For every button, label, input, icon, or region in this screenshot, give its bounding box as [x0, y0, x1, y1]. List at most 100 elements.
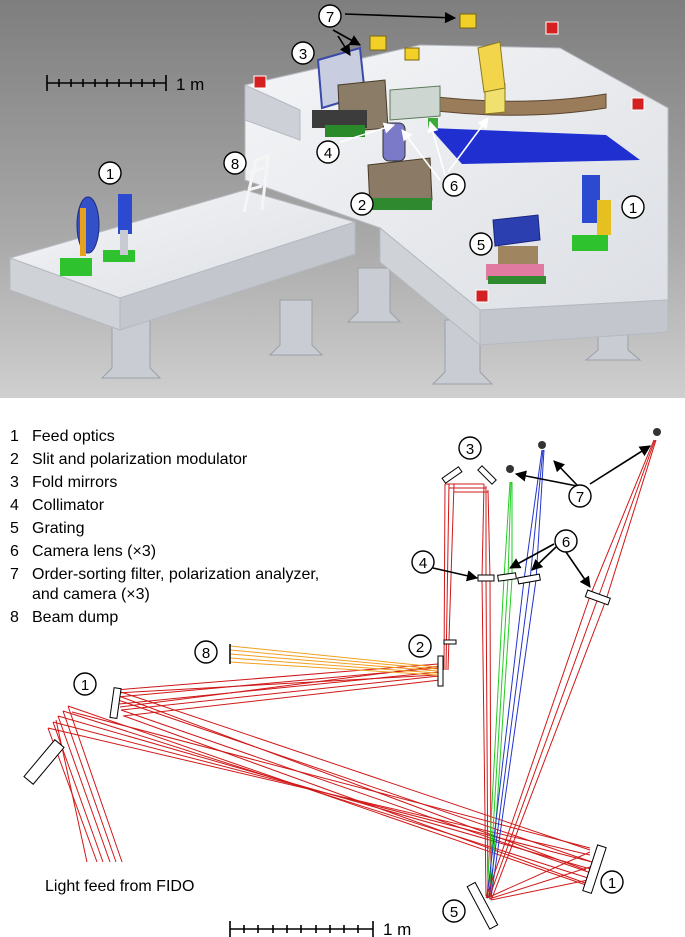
legend-number: 7	[10, 566, 19, 583]
svg-text:8: 8	[231, 156, 239, 173]
fold-mirrors-assembly	[312, 46, 389, 137]
svg-text:1: 1	[106, 166, 114, 183]
fold-mirror-1	[441, 466, 463, 484]
callout-top-8: 8	[223, 151, 247, 175]
callout-top-2: 2	[350, 192, 374, 216]
camera-lens-green	[497, 572, 517, 582]
rays-blue	[486, 449, 545, 899]
rays-feed-to-grating	[486, 851, 594, 901]
camera-lenses-render	[389, 41, 506, 130]
rays-feed-input	[47, 705, 123, 863]
feed-mirror-1	[23, 739, 65, 785]
legend-number: 3	[10, 474, 19, 491]
legend-text: Collimator	[32, 497, 105, 514]
rays-green	[486, 481, 513, 899]
rays-slit-to-fold	[443, 483, 488, 671]
legend-text: Grating	[32, 520, 85, 537]
legend-item-6: 6 Camera lens (×3)	[10, 543, 156, 561]
grating-render	[486, 214, 546, 284]
legend-item-8: 8 Beam dump	[10, 609, 118, 627]
legend-item-1: 1 Feed optics	[10, 428, 115, 446]
callout-top-3: 3	[291, 41, 315, 65]
legend-text: Camera lens (×3)	[32, 543, 157, 560]
callout-bottom-1b: 1	[600, 870, 624, 894]
legend-number: 4	[10, 497, 19, 514]
svg-text:1: 1	[629, 200, 637, 217]
feed-optics-right	[572, 175, 611, 251]
rays-red-camera	[485, 439, 657, 899]
grating-beam-plane	[430, 128, 640, 164]
feed-mirror-2	[109, 687, 122, 719]
legend-item-4: 4 Collimator	[10, 497, 104, 515]
callout-bottom-3: 3	[458, 436, 482, 460]
svg-text:7: 7	[326, 9, 334, 26]
callout-bottom-4: 4	[411, 550, 435, 574]
svg-text:3: 3	[299, 46, 307, 63]
render-panel: 1 m 1 1 2 3 4 5 6	[0, 0, 685, 398]
svg-text:6: 6	[562, 534, 570, 551]
legend-number: 8	[10, 609, 19, 626]
callout-arrows-bottom	[432, 445, 651, 588]
light-feed-label: Light feed from FIDO	[45, 878, 195, 895]
legend-item-2: 2 Slit and polarization modulator	[10, 451, 247, 469]
callouts-top: 1 1 2 3 4 5 6 7 8	[98, 4, 645, 256]
callout-arrows-top	[332, 12, 489, 181]
legend-number: 2	[10, 451, 19, 468]
beam-dump-render	[242, 153, 270, 213]
callout-bottom-5: 5	[442, 899, 466, 923]
callout-top-5: 5	[469, 232, 493, 256]
callout-bottom-7: 7	[568, 484, 592, 508]
svg-text:1: 1	[608, 875, 616, 892]
rays-collimator	[481, 483, 492, 901]
grating	[466, 881, 499, 930]
legend-text: Slit and polarization modulator	[32, 451, 248, 468]
legend-text: and camera (×3)	[32, 586, 150, 603]
legend-item-7: 7 Order-sorting filter, polarization anal…	[10, 566, 319, 584]
callout-bottom-2: 2	[408, 634, 432, 658]
svg-text:4: 4	[324, 145, 332, 162]
svg-text:6: 6	[450, 178, 458, 195]
fold-mirror-2	[477, 465, 497, 485]
collimator-lens	[477, 574, 495, 582]
svg-text:2: 2	[416, 639, 424, 656]
feed-optics-left	[60, 194, 135, 276]
svg-text:7: 7	[576, 489, 584, 506]
ray-diagram: 1 1 2 3 4 5 6 7 8	[23, 428, 661, 937]
callout-top-1b: 1	[621, 195, 645, 219]
scale-bar-bottom	[229, 921, 374, 937]
scale-bar-top-label: 1 m	[176, 75, 204, 94]
legend-number: 1	[10, 428, 19, 445]
feed-mirror-right	[582, 844, 607, 895]
camera-lens-red	[584, 589, 611, 606]
camera-lens-blue	[517, 573, 541, 585]
legend-text: Beam dump	[32, 609, 119, 626]
callouts-bottom: 1 1 2 3 4 5 6 7 8	[73, 436, 624, 923]
svg-text:4: 4	[419, 555, 427, 572]
callout-bottom-8: 8	[194, 640, 218, 664]
rays-beam-dump	[229, 645, 438, 676]
callout-top-6: 6	[442, 173, 466, 197]
legend-text: Feed optics	[32, 428, 115, 445]
polarization-modulator	[443, 639, 457, 645]
scale-bar-top	[46, 75, 167, 91]
slit	[437, 655, 444, 687]
legend-number: 6	[10, 543, 19, 560]
callout-top-4: 4	[316, 140, 340, 164]
svg-text:5: 5	[477, 237, 485, 254]
legend-number: 5	[10, 520, 19, 537]
svg-text:3: 3	[466, 441, 474, 458]
svg-text:2: 2	[358, 197, 366, 214]
legend-item-7-continued: and camera (×3)	[10, 586, 150, 604]
corner-markers	[253, 21, 645, 303]
rays-to-slit	[114, 663, 441, 717]
cameras	[506, 428, 661, 473]
callout-top-7: 7	[318, 4, 342, 28]
svg-text:1: 1	[81, 677, 89, 694]
legend-item-5: 5 Grating	[10, 520, 84, 538]
callout-bottom-1a: 1	[73, 672, 97, 696]
optical-elements	[23, 428, 661, 930]
legend-text: Order-sorting filter, polarization analy…	[32, 566, 320, 583]
svg-text:5: 5	[450, 904, 458, 921]
